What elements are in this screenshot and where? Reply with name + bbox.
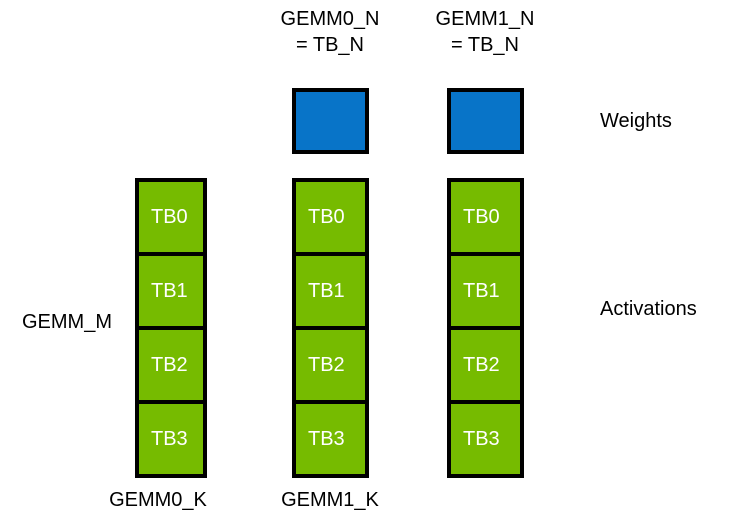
row-label-activations: Activations [600,298,697,320]
activation-cell-label: TB1 [463,280,500,302]
activation-cell: TB1 [447,252,524,330]
axis-label-gemm0-k: GEMM0_K [109,489,207,511]
axis-label-gemm1-k: GEMM1_K [281,489,379,511]
activation-cell: TB1 [135,252,207,330]
activation-cell: TB1 [292,252,369,330]
row-label-weights: Weights [600,110,672,132]
activation-cell-label: TB0 [151,206,188,228]
activation-cell-label: TB1 [151,280,188,302]
activation-stack-left: TB0 TB1 TB2 TB3 [135,178,207,478]
activation-cell-label: TB3 [308,428,345,450]
column-header-gemm1-n-line1: GEMM1_N [435,8,535,30]
activation-cell: TB3 [292,400,369,478]
activation-cell: TB2 [447,326,524,404]
activation-cell: TB3 [447,400,524,478]
activation-cell-label: TB0 [463,206,500,228]
weight-box-gemm1 [447,88,524,154]
column-header-gemm1-n: GEMM1_N = TB_N [405,6,565,58]
column-header-gemm1-n-line2: = TB_N [451,34,519,56]
activation-stack-gemm1: TB0 TB1 TB2 TB3 [447,178,524,478]
activation-cell: TB0 [135,178,207,256]
activation-cell: TB3 [135,400,207,478]
activation-cell-label: TB2 [151,354,188,376]
activation-cell-label: TB3 [151,428,188,450]
activation-cell-label: TB2 [308,354,345,376]
activation-cell-label: TB2 [463,354,500,376]
activation-cell-label: TB0 [308,206,345,228]
activation-cell-label: TB1 [308,280,345,302]
column-header-gemm0-n-line2: = TB_N [296,34,364,56]
activation-cell-label: TB3 [463,428,500,450]
activation-cell: TB0 [447,178,524,256]
activation-cell: TB0 [292,178,369,256]
column-header-gemm0-n: GEMM0_N = TB_N [250,6,410,58]
weight-box-gemm0 [292,88,369,154]
column-header-gemm0-n-line1: GEMM0_N [280,8,380,30]
activation-cell: TB2 [292,326,369,404]
activation-cell: TB2 [135,326,207,404]
axis-label-gemm-m: GEMM_M [22,311,112,333]
activation-stack-gemm0: TB0 TB1 TB2 TB3 [292,178,369,478]
